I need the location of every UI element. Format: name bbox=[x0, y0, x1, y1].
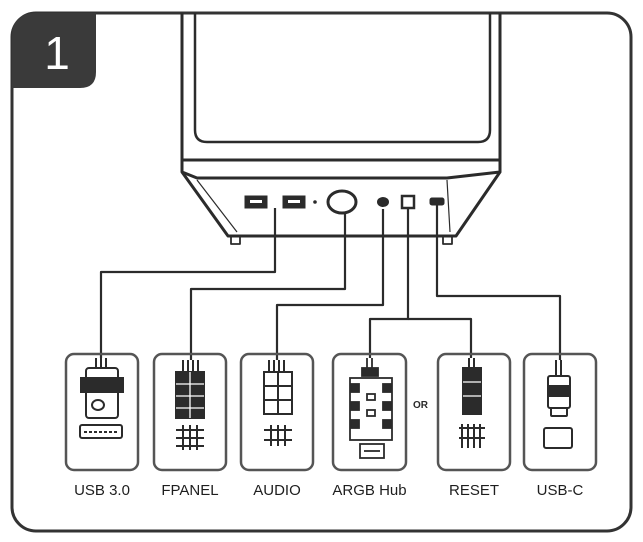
case-ports bbox=[244, 189, 445, 215]
step-badge bbox=[12, 13, 96, 88]
cable-lines bbox=[99, 205, 562, 360]
power-button bbox=[326, 189, 358, 215]
connector-panels bbox=[64, 352, 598, 472]
label-argb-hub: ARGB Hub bbox=[332, 482, 407, 499]
label-fpanel: FPANEL bbox=[161, 482, 219, 499]
label-reset: RESET bbox=[448, 482, 499, 499]
step-number: 1 bbox=[44, 27, 70, 79]
outer-frame bbox=[10, 11, 633, 533]
audio-connector-illustration bbox=[263, 360, 293, 446]
label-usb3: USB 3.0 bbox=[74, 482, 130, 499]
usb-c-port bbox=[429, 197, 445, 206]
usb3-connector-illustration bbox=[79, 358, 124, 439]
reset-connector-illustration bbox=[459, 358, 485, 448]
case-top-io-panel bbox=[180, 13, 502, 245]
or-text: OR bbox=[413, 400, 428, 411]
audio-jack bbox=[377, 197, 389, 207]
reset-button bbox=[400, 194, 416, 210]
usb-c-connector-illustration bbox=[543, 360, 573, 449]
fpanel-connector-illustration bbox=[175, 360, 205, 450]
argb-hub-illustration bbox=[349, 358, 393, 459]
label-audio: AUDIO bbox=[253, 482, 301, 499]
label-usb-c: USB-C bbox=[536, 482, 584, 499]
